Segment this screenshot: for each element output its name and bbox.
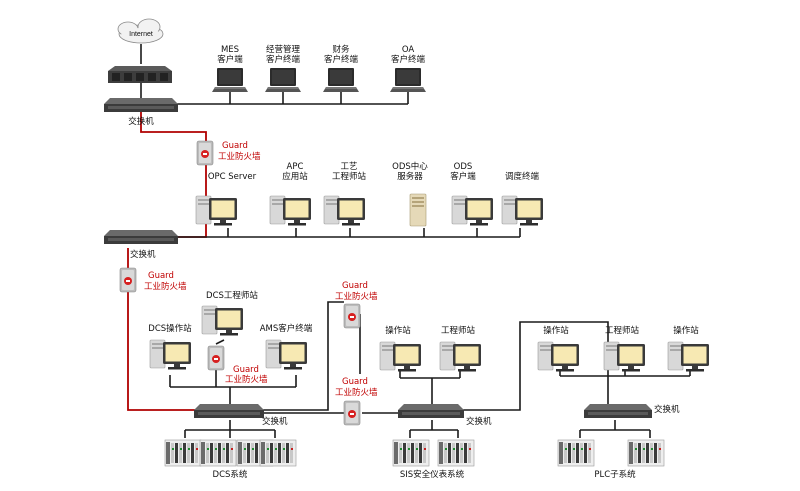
client-oa-line1: OA	[402, 45, 415, 55]
client-mgmt-line1: 经营管理	[266, 44, 301, 55]
client-mes-line1: MES	[221, 45, 239, 55]
station-apc-line1: APC	[287, 162, 304, 172]
top-switch-label: 交换机	[128, 116, 154, 127]
sis-operator-station-label: 操作站	[385, 325, 411, 336]
plc-switch-icon	[584, 404, 652, 418]
firewall-3-line2: 工业防火墙	[335, 291, 378, 302]
client-mes-line2: 客户端	[217, 54, 243, 65]
sis-system-label: SIS安全仪表系统	[400, 469, 465, 480]
firewall-3-line1: Guard	[342, 281, 368, 291]
connection-lines	[127, 44, 691, 438]
dcs-switch-label: 交换机	[262, 416, 288, 427]
ams-client-icon	[265, 339, 308, 370]
firewall-3-icon	[343, 303, 361, 329]
client-oa-line2: 客户终端	[391, 54, 426, 65]
station-opc-label: OPC Server	[208, 172, 257, 182]
firewall-5-line2: 工业防火墙	[225, 374, 268, 385]
client-finance-line2: 客户终端	[324, 54, 359, 65]
plc-cabinets	[557, 439, 665, 467]
firewall-4-icon	[343, 400, 361, 426]
firewall-5-line1: Guard	[233, 365, 259, 375]
plc-operator-station-1-label: 操作站	[543, 325, 569, 336]
mid-switch-label: 交换机	[130, 249, 156, 260]
station-ods-server-line1: ODS中心	[392, 161, 428, 172]
dcs-cabinets	[164, 439, 297, 467]
sis-engineer-station-icon	[439, 341, 482, 372]
firewall-2-icon	[119, 267, 137, 293]
dcs-system-label: DCS系统	[213, 469, 248, 480]
plc-engineer-station-label: 工程师站	[605, 325, 640, 336]
sis-cabinets	[392, 439, 475, 467]
station-ods-server-line2: 服务器	[397, 171, 423, 182]
sis-switch-label: 交换机	[466, 416, 492, 427]
gateway-rack-icon	[108, 66, 172, 83]
firewall-1-line2: 工业防火墙	[218, 151, 261, 162]
sis-operator-station-icon	[379, 341, 422, 372]
firewall-1-icon	[196, 140, 214, 166]
ams-client-label: AMS客户终端	[260, 323, 313, 334]
internet-label: Internet	[129, 31, 153, 38]
firewall-4-line2: 工业防火墙	[335, 387, 378, 398]
station-ods-client-line1: ODS	[454, 162, 473, 172]
plc-system-label: PLC子系统	[594, 469, 636, 480]
plc-engineer-station-icon	[603, 341, 646, 372]
internet-cloud: Internet	[117, 18, 164, 44]
dcs-operator-station-label: DCS操作站	[148, 323, 192, 334]
dcs-switch-icon	[194, 404, 264, 418]
dcs-operator-station-icon	[149, 339, 192, 370]
station-process-line2: 工程师站	[332, 171, 367, 182]
mid-switch-icon	[104, 230, 178, 244]
office-laptops	[212, 68, 426, 92]
sis-switch-icon	[398, 404, 464, 418]
client-mgmt-line2: 客户终端	[266, 54, 301, 65]
firewall-4-line1: Guard	[342, 377, 368, 387]
plc-operator-station-1-icon	[537, 341, 580, 372]
station-apc-line2: 应用站	[282, 171, 308, 182]
dcs-engineer-station-label: DCS工程师站	[206, 290, 258, 301]
plc-operator-station-2-icon	[667, 341, 710, 372]
station-ods-client-line2: 客户端	[450, 171, 476, 182]
firewall-2-line1: Guard	[148, 271, 174, 281]
firewall-1-line1: Guard	[222, 141, 248, 151]
sis-engineer-station-label: 工程师站	[441, 325, 476, 336]
station-process-line1: 工艺	[340, 162, 357, 172]
plc-switch-label: 交换机	[654, 404, 680, 415]
top-switch-icon	[104, 98, 178, 112]
client-finance-line1: 财务	[332, 44, 350, 55]
plc-operator-station-2-label: 操作站	[673, 325, 699, 336]
station-dispatch-label: 调度终端	[505, 171, 540, 182]
control-layer-computers	[195, 193, 544, 227]
firewall-2-line2: 工业防火墙	[144, 281, 187, 292]
dcs-engineer-station-icon	[201, 305, 244, 336]
firewall-5-icon	[207, 345, 225, 371]
